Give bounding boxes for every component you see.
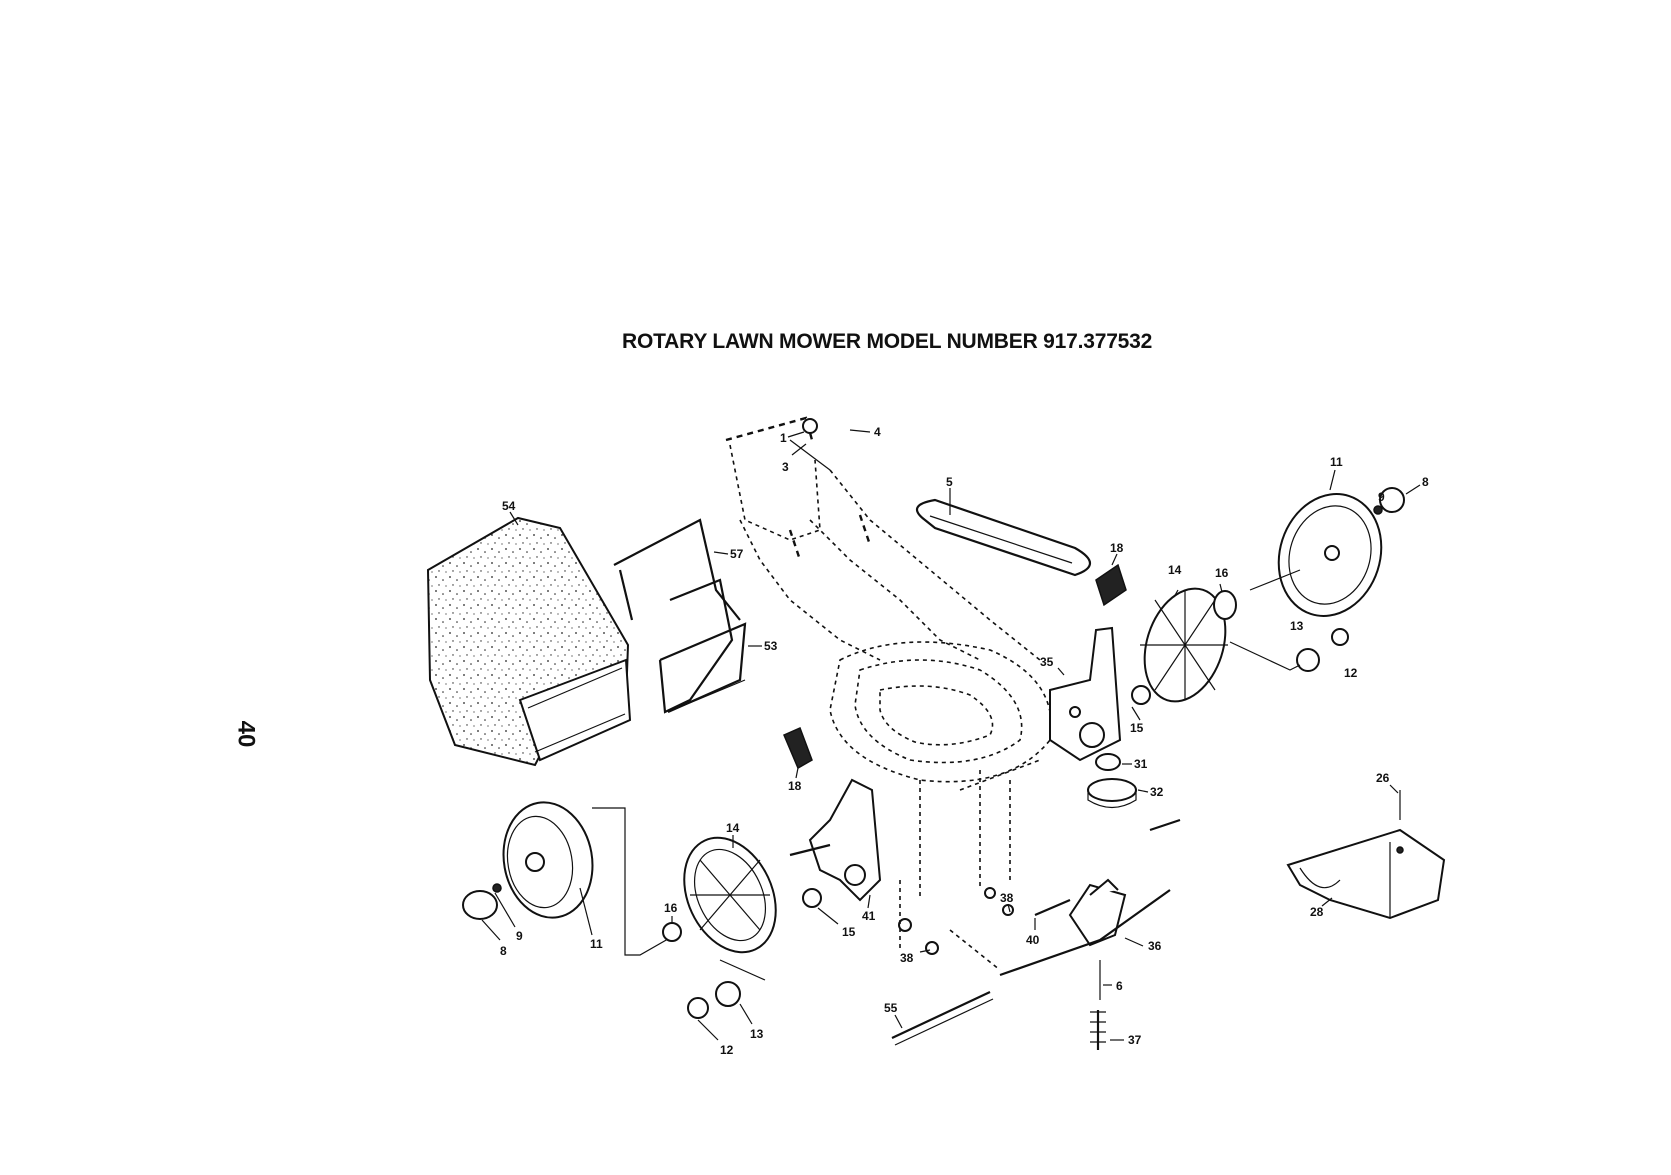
callout-13-lower: 13 (750, 1027, 764, 1041)
callout-38-lower: 38 (900, 951, 914, 965)
callout-57: 57 (730, 547, 744, 561)
callout-12-lower: 12 (720, 1043, 734, 1057)
left-drive-parts (663, 728, 880, 1018)
callout-14-upper: 14 (1168, 563, 1182, 577)
callout-6: 6 (1116, 979, 1123, 993)
callout-15-lower: 15 (842, 925, 856, 939)
callout-8-lower: 8 (500, 944, 507, 958)
callout-55: 55 (884, 1001, 898, 1015)
callout-54: 54 (502, 499, 516, 513)
callout-12-upper: 12 (1344, 666, 1358, 680)
callout-18-upper: 18 (1110, 541, 1124, 555)
callout-40: 40 (1026, 933, 1040, 947)
callout-16-lower: 16 (664, 901, 678, 915)
rear-shield (1288, 790, 1444, 918)
drive-belt (917, 500, 1090, 575)
callout-11-upper: 11 (1330, 455, 1343, 469)
callout-9-upper: 9 (1378, 490, 1385, 504)
callout-41: 41 (862, 909, 876, 923)
callout-1: 1 (780, 431, 787, 445)
callout-32: 32 (1150, 785, 1164, 799)
callout-16-upper: 16 (1215, 566, 1229, 580)
callout-37: 37 (1128, 1033, 1142, 1047)
grass-catcher-frame (614, 520, 745, 712)
callout-5: 5 (946, 475, 953, 489)
callout-8-upper: 8 (1422, 475, 1429, 489)
callout-leaders (482, 430, 1420, 1040)
callout-labels: 1 3 4 5 54 57 53 18 14 16 11 9 8 13 12 3… (500, 425, 1429, 1057)
callout-36: 36 (1148, 939, 1162, 953)
grass-catcher-bag (428, 518, 630, 765)
callout-38-upper: 38 (1000, 891, 1014, 905)
callout-9-lower: 9 (516, 929, 523, 943)
right-drive-parts (1050, 481, 1404, 760)
callout-28: 28 (1310, 905, 1324, 919)
callout-53: 53 (764, 639, 778, 653)
callout-13-upper: 13 (1290, 619, 1304, 633)
callout-31: 31 (1134, 757, 1148, 771)
callout-26: 26 (1376, 771, 1390, 785)
callout-3: 3 (782, 460, 789, 474)
callout-4: 4 (874, 425, 881, 439)
callout-15-upper: 15 (1130, 721, 1144, 735)
left-wheel-parts (463, 795, 675, 955)
callout-18-lower: 18 (788, 779, 802, 793)
handle-assembly (726, 418, 1040, 660)
callout-11-lower: 11 (590, 937, 603, 951)
pulley-parts (1088, 754, 1136, 808)
callout-35: 35 (1040, 655, 1054, 669)
callout-14-lower: 14 (726, 821, 740, 835)
